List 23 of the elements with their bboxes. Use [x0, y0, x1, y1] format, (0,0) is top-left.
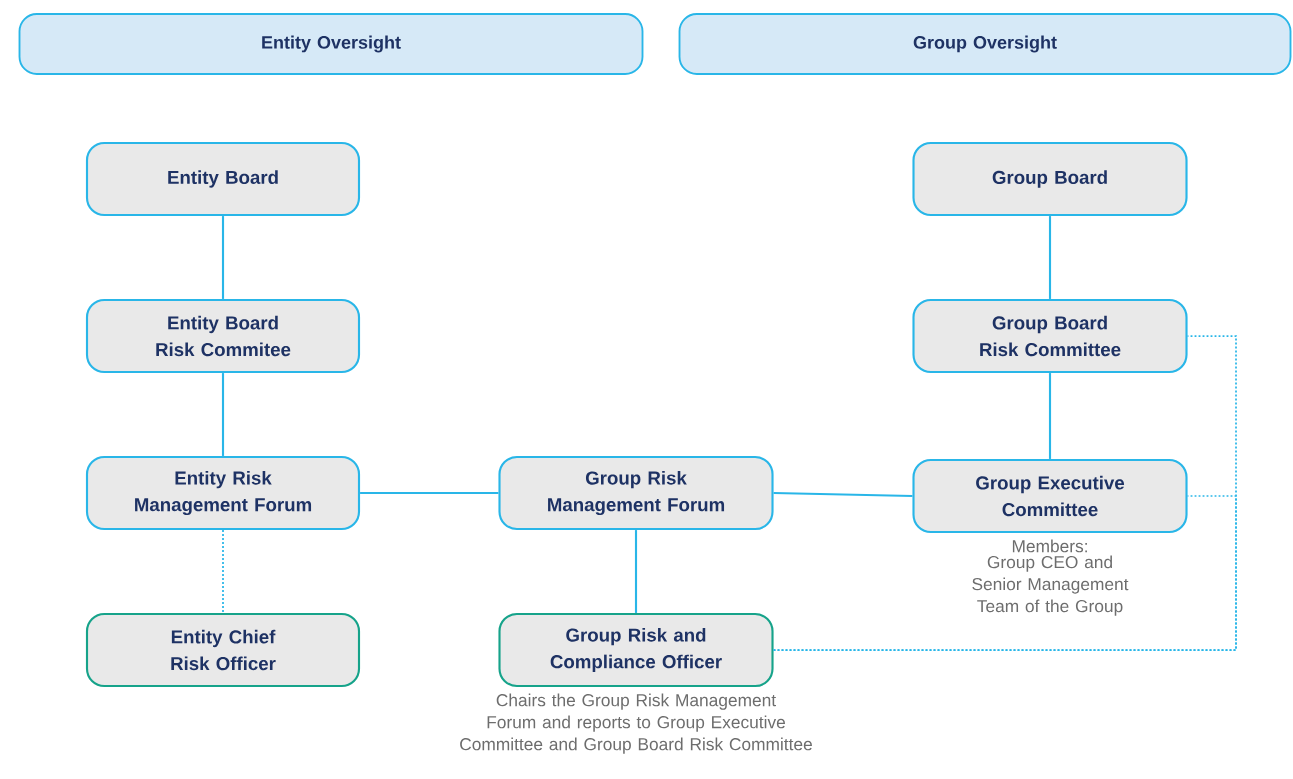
officer-box: Group Risk and Compliance Officer	[498, 612, 774, 688]
org-box: Group Board	[912, 141, 1188, 217]
node-caption: Chairs the Group Risk Management Forum and reports to Group Executive Committee and Group Board Risk Committee	[460, 693, 812, 754]
officer-box: Entity Chief Risk Officer	[85, 612, 361, 688]
org-box: Entity Board Risk Commitee	[85, 298, 361, 374]
node-caption: Group CEO and Senior Management Team of the Group	[972, 555, 1129, 616]
org-box: Entity Board	[85, 141, 361, 217]
connector-line	[772, 495, 1237, 651]
connector-line	[221, 373, 225, 456]
org-box: Group Executive Committee	[912, 458, 1188, 534]
org-box: Group Risk Management Forum	[498, 455, 774, 531]
connector-line	[222, 529, 224, 614]
node-caption: Members:	[1012, 539, 1087, 553]
connector-line	[634, 530, 638, 613]
org-box: Group Board Risk Committee	[912, 298, 1188, 374]
connector-line	[1048, 373, 1052, 459]
connector-line	[773, 491, 913, 498]
connector-line	[1048, 216, 1052, 299]
band-header: Entity Oversight	[18, 13, 644, 75]
connector-line	[221, 216, 225, 299]
connector-line	[360, 491, 499, 495]
org-box: Entity Risk Management Forum	[85, 455, 361, 531]
band-header: Group Oversight	[678, 13, 1292, 75]
